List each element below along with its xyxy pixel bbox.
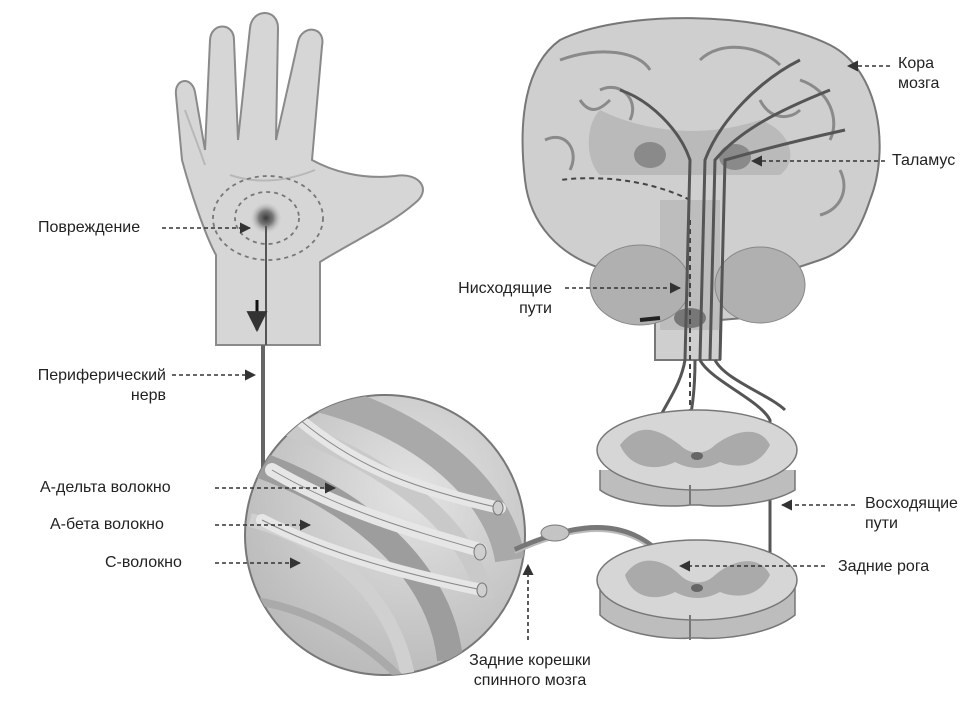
peripheral-label-line1: Периферический bbox=[16, 366, 166, 386]
cortex-label-line2: мозга bbox=[898, 74, 939, 94]
dorsal-horn-label: Задние рога bbox=[838, 557, 929, 577]
descending-label-line2: пути bbox=[430, 299, 552, 319]
spinal-cord-lower bbox=[597, 540, 797, 640]
a-beta-label: А-бета волокно bbox=[50, 515, 164, 535]
thalamus-label: Таламус bbox=[892, 151, 955, 171]
descending-label: Нисходящие пути bbox=[430, 279, 552, 319]
spinal-cord-upper bbox=[597, 410, 797, 506]
dorsal-root-label-line2: спинного мозга bbox=[440, 671, 620, 691]
ascending-label: Восходящие пути bbox=[865, 494, 958, 534]
ascending-label-line1: Восходящие bbox=[865, 494, 958, 514]
a-delta-label: А-дельта волокно bbox=[40, 478, 171, 498]
dorsal-root-ganglion bbox=[541, 525, 569, 541]
dorsal-root-label: Задние корешки спинного мозга bbox=[440, 651, 620, 691]
dorsal-root-label-line1: Задние корешки bbox=[440, 651, 620, 671]
thalamus-left bbox=[634, 142, 666, 168]
descending-label-line1: Нисходящие bbox=[430, 279, 552, 299]
ascending-label-line2: пути bbox=[865, 514, 958, 534]
cortex-label: Кора мозга bbox=[898, 54, 939, 94]
peripheral-label-line2: нерв bbox=[16, 386, 166, 406]
c-fiber-label: С-волокно bbox=[105, 553, 182, 573]
hand-illustration bbox=[176, 13, 423, 345]
injury-label: Повреждение bbox=[38, 218, 140, 238]
cortex-label-line1: Кора bbox=[898, 54, 939, 74]
peripheral-label: Периферический нерв bbox=[16, 366, 166, 406]
